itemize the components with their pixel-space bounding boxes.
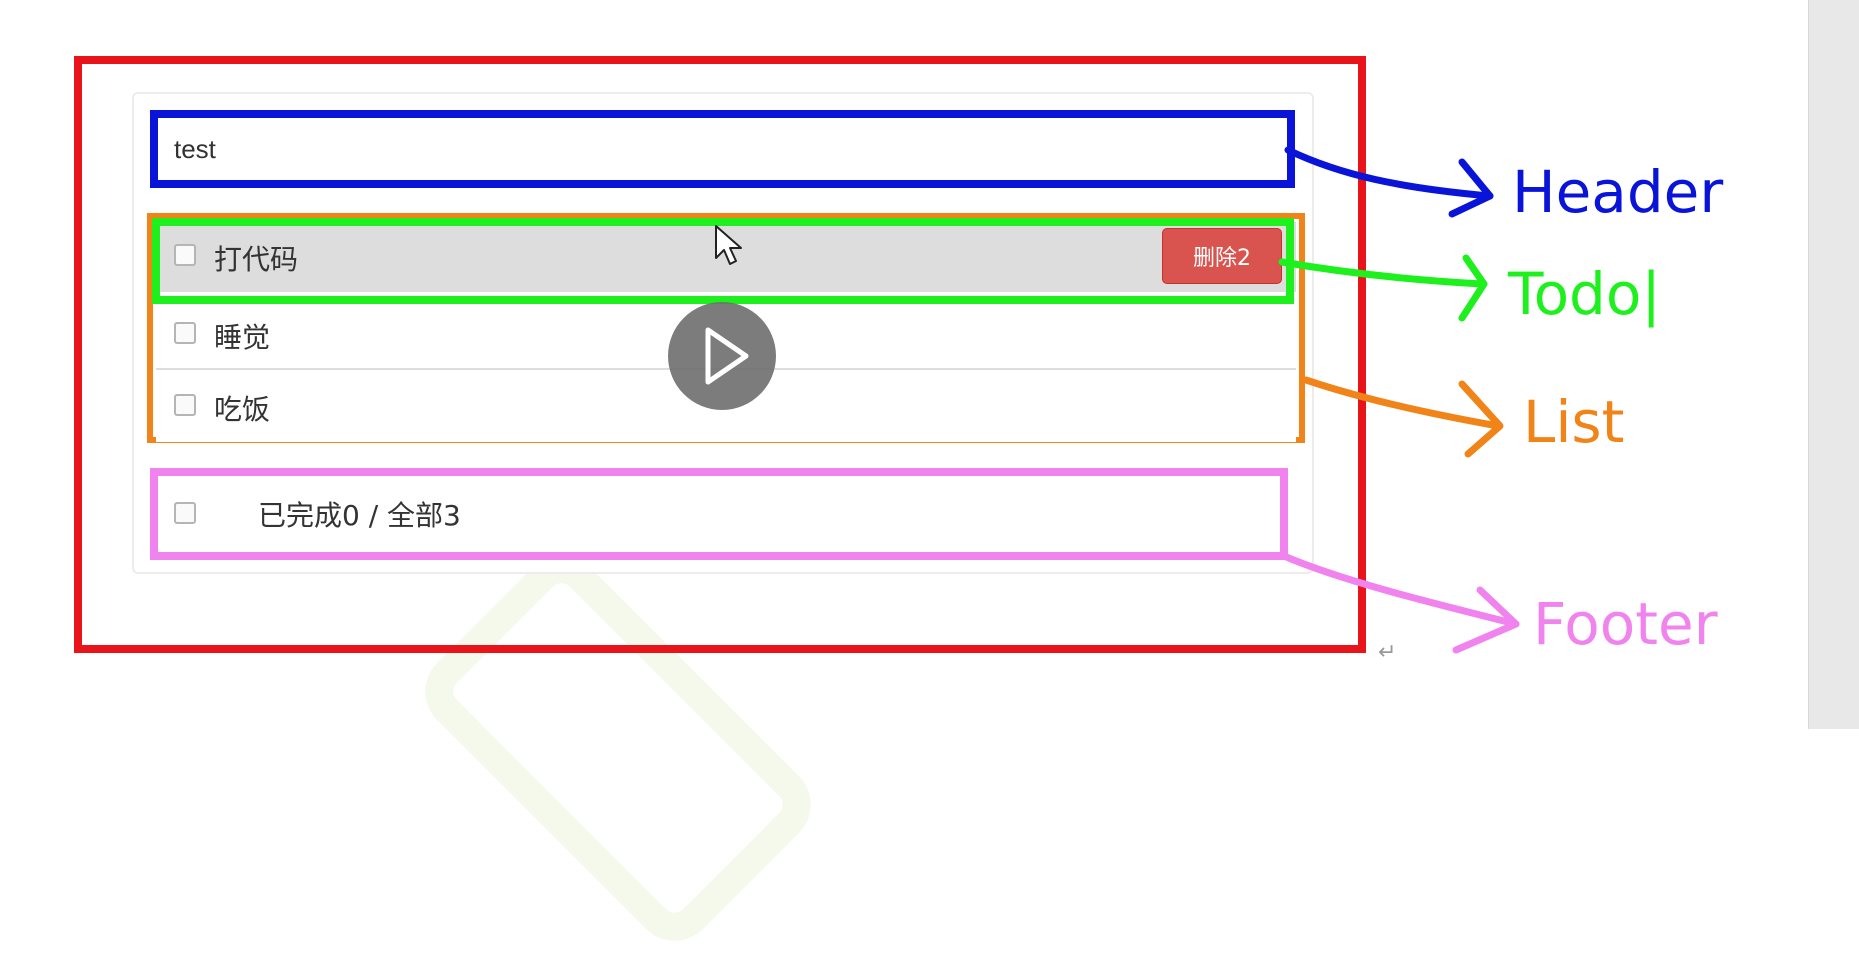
- return-arrow-icon: ↵: [1378, 640, 1397, 665]
- play-button[interactable]: [668, 302, 776, 410]
- todo-label: 吃饭: [214, 393, 271, 426]
- header-arrow: [1284, 146, 1494, 200]
- todo-arrowhead: [1458, 254, 1488, 322]
- todo-label: 打代码: [214, 243, 299, 276]
- play-icon: [705, 327, 749, 385]
- list-arrowhead: [1458, 380, 1504, 458]
- new-todo-input[interactable]: [150, 110, 1295, 188]
- header-arrowhead: [1448, 158, 1494, 218]
- delete-button[interactable]: 删除2: [1162, 228, 1282, 284]
- annotation-list-label: List: [1523, 388, 1625, 456]
- annotation-todo-label: Todo|: [1508, 260, 1661, 328]
- list-arrow: [1302, 376, 1502, 430]
- side-scrollbar[interactable]: [1808, 0, 1859, 729]
- annotation-footer-label: Footer: [1533, 590, 1718, 658]
- footer-arrowhead: [1452, 586, 1520, 654]
- annotation-header-label: Header: [1512, 158, 1724, 226]
- todo-checkbox[interactable]: [174, 322, 196, 344]
- footer-status: 已完成0 / 全部3: [258, 499, 461, 532]
- todo-checkbox[interactable]: [174, 244, 196, 266]
- footer-arrow: [1280, 552, 1520, 628]
- todo-checkbox[interactable]: [174, 394, 196, 416]
- mouse-cursor-icon: [715, 225, 742, 265]
- annotation-arrows: [1278, 146, 1520, 654]
- select-all-checkbox[interactable]: [174, 502, 196, 524]
- app-root-frame: [74, 56, 1366, 653]
- todo-label: 睡觉: [214, 321, 271, 354]
- todo-arrow: [1278, 258, 1486, 288]
- footer-region: [150, 468, 1288, 560]
